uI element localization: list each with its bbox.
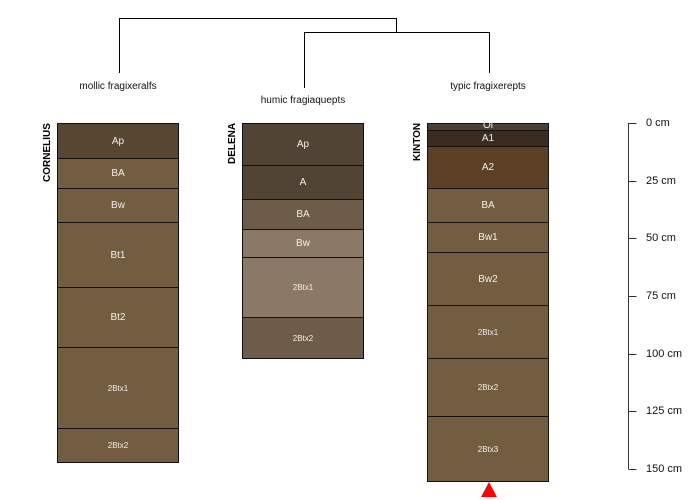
scale-tick-label: 50 cm — [646, 231, 676, 244]
horizon-label: Oi — [483, 119, 493, 131]
horizon-label: BA — [111, 168, 125, 179]
horizon-bw2[interactable]: Bw2 — [427, 252, 549, 306]
horizon-label: 2Btx3 — [477, 444, 499, 454]
horizon-a1[interactable]: A1 — [427, 130, 549, 147]
horizon-ap[interactable]: Ap — [242, 123, 364, 166]
horizon-label: 2Btx1 — [107, 383, 129, 393]
profile-name: CORNELIUS — [42, 123, 53, 182]
taxon-label: humic fragiaquepts — [260, 95, 346, 106]
horizon-a[interactable]: A — [242, 165, 364, 200]
horizon-label: Bw — [111, 200, 125, 211]
dendrogram-root-branch — [119, 18, 397, 73]
horizon-label: BA — [296, 209, 310, 220]
dendrogram-sub-branch — [304, 32, 490, 88]
horizon-2btx3[interactable]: 2Btx3 — [427, 416, 549, 482]
horizon-label: 2Btx2 — [477, 383, 499, 392]
depth-scale-axis — [628, 123, 637, 470]
horizon-label: 2Btx1 — [477, 327, 499, 337]
profile-name: KINTON — [412, 122, 423, 161]
horizon-2btx2[interactable]: 2Btx2 — [57, 428, 179, 463]
horizon-bw[interactable]: Bw — [242, 229, 364, 258]
horizon-bt2[interactable]: Bt2 — [57, 287, 179, 348]
scale-tick-label: 150 cm — [646, 462, 683, 475]
horizon-ba[interactable]: BA — [427, 188, 549, 223]
scale-tick-label: 100 cm — [646, 347, 683, 360]
horizon-2btx2[interactable]: 2Btx2 — [427, 358, 549, 417]
horizon-label: 2Btx1 — [292, 283, 314, 292]
horizon-label: Bw1 — [478, 232, 498, 243]
horizon-ba[interactable]: BA — [242, 199, 364, 230]
horizon-label: Ap — [111, 135, 125, 147]
scale-tick-label: 25 cm — [646, 174, 676, 187]
horizon-label: Bt2 — [110, 312, 126, 323]
horizon-label: BA — [481, 200, 495, 211]
horizon-label: Ap — [296, 139, 310, 150]
horizon-ba[interactable]: BA — [57, 158, 179, 189]
truncation-marker-triangle — [481, 482, 497, 497]
taxon-label: typic fragixerepts — [450, 81, 526, 92]
scale-tick-label: 75 cm — [646, 289, 676, 302]
horizon-2btx1[interactable]: 2Btx1 — [242, 257, 364, 318]
horizon-bt1[interactable]: Bt1 — [57, 222, 179, 288]
scale-tick-label: 0 cm — [646, 116, 670, 129]
horizon-2btx1[interactable]: 2Btx1 — [427, 305, 549, 359]
horizon-label: 2Btx2 — [292, 333, 314, 343]
horizon-label: Bt1 — [110, 249, 126, 261]
horizon-a2[interactable]: A2 — [427, 146, 549, 189]
horizon-2btx1[interactable]: 2Btx1 — [57, 347, 179, 429]
horizon-bw[interactable]: Bw — [57, 188, 179, 223]
horizon-label: Bw — [296, 238, 310, 249]
horizon-label: A2 — [481, 162, 495, 173]
scale-tick-label: 125 cm — [646, 404, 683, 417]
horizon-2btx2[interactable]: 2Btx2 — [242, 317, 364, 359]
horizon-label: A1 — [481, 133, 495, 144]
horizon-label: Bw2 — [478, 273, 498, 285]
horizon-ap[interactable]: Ap — [57, 123, 179, 159]
horizon-bw1[interactable]: Bw1 — [427, 222, 549, 253]
taxon-label: mollic fragixeralfs — [79, 81, 157, 92]
horizon-label: 2Btx2 — [107, 441, 129, 450]
profile-name: DELENA — [227, 122, 238, 164]
horizon-label: A — [299, 177, 307, 188]
